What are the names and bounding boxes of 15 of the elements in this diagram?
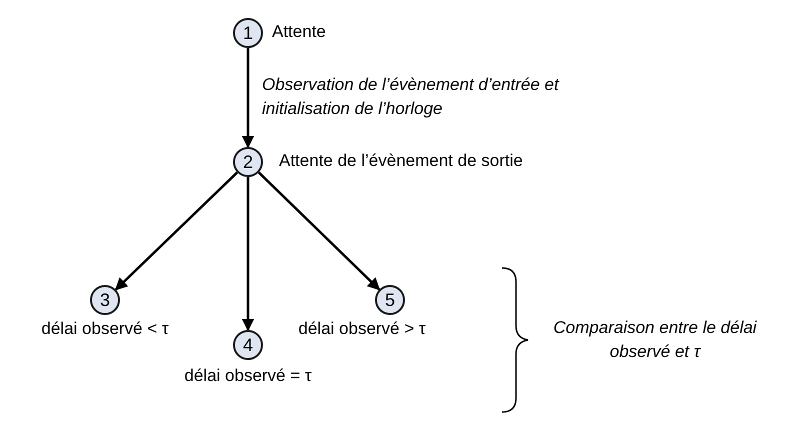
state-description: délai observé = τ <box>183 366 313 386</box>
arrow <box>258 172 380 290</box>
state-description: délai observé < τ <box>40 319 170 339</box>
state-circle: 2 <box>233 147 263 177</box>
state-description: Attente de l’évènement de sortie <box>279 151 523 171</box>
state-circle: 4 <box>233 330 263 360</box>
state-description: Attente <box>272 22 326 42</box>
state-circle: 3 <box>90 285 120 315</box>
arrow <box>242 177 254 332</box>
state-circle: 1 <box>233 18 263 48</box>
arrow <box>242 48 254 148</box>
arrow <box>114 172 238 290</box>
state-circle: 5 <box>375 285 405 315</box>
state-description: délai observé > τ <box>297 319 427 339</box>
note-text: Comparaison entre le délai observé et τ <box>552 317 758 363</box>
